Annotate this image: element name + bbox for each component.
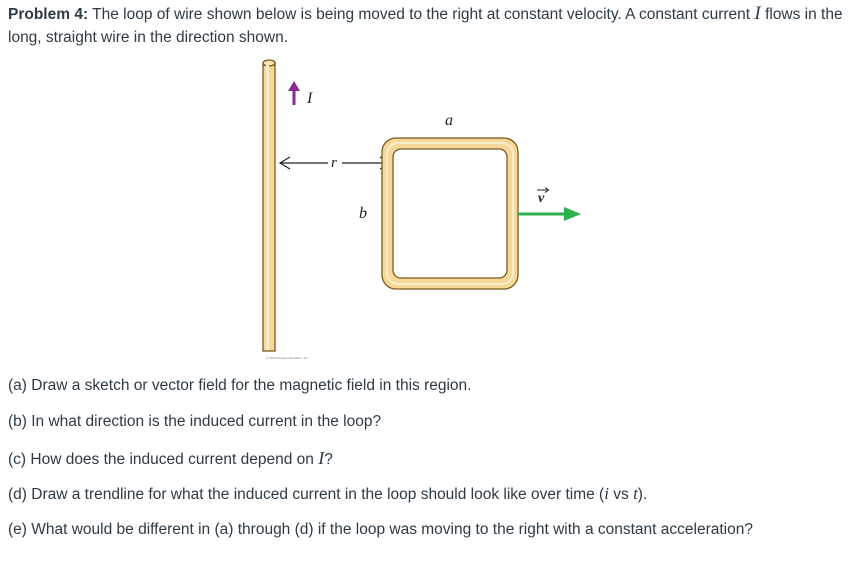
problem-statement: Problem 4: The loop of wire shown below … (8, 2, 856, 49)
copyright-text: © 2012 Pearson Education, Inc. (266, 356, 309, 360)
problem-label: Problem 4: (8, 6, 89, 23)
v-label: v (538, 191, 545, 206)
question-a: (a) Draw a sketch or vector field for th… (8, 377, 472, 394)
current-symbol: I (754, 3, 761, 24)
problem-text-1: The loop of wire shown below is being mo… (92, 6, 751, 23)
question-d-vs: vs (608, 486, 634, 503)
question-c-end: ? (324, 451, 333, 468)
question-e: (e) What would be different in (a) throu… (8, 521, 753, 538)
current-arrow-icon (288, 81, 300, 105)
straight-wire (262, 59, 276, 352)
velocity-arrow-icon (518, 207, 581, 221)
question-d-text: (d) Draw a trendline for what the induce… (8, 486, 605, 503)
current-label: I (306, 90, 313, 107)
wire-loop-figure: I r a b v © 2012 Pearson Education, Inc. (262, 59, 581, 360)
v-vector-arrow-icon (537, 187, 550, 193)
r-label: r (331, 155, 337, 171)
wire-loop (381, 137, 519, 290)
question-d: (d) Draw a trendline for what the induce… (8, 484, 647, 505)
question-c-text: (c) How does the induced current depend … (8, 451, 314, 468)
problem-text-2: flows in the long, straight wire in the … (8, 6, 843, 46)
question-d-i: i (604, 484, 609, 503)
question-b: (b) In what direction is the induced cur… (8, 413, 382, 430)
question-d-t: t (633, 484, 638, 503)
question-c-symbol: I (318, 448, 325, 468)
b-label: b (359, 205, 367, 222)
a-label: a (445, 112, 453, 129)
question-c: (c) How does the induced current depend … (8, 448, 333, 470)
question-d-end: ). (637, 486, 648, 503)
